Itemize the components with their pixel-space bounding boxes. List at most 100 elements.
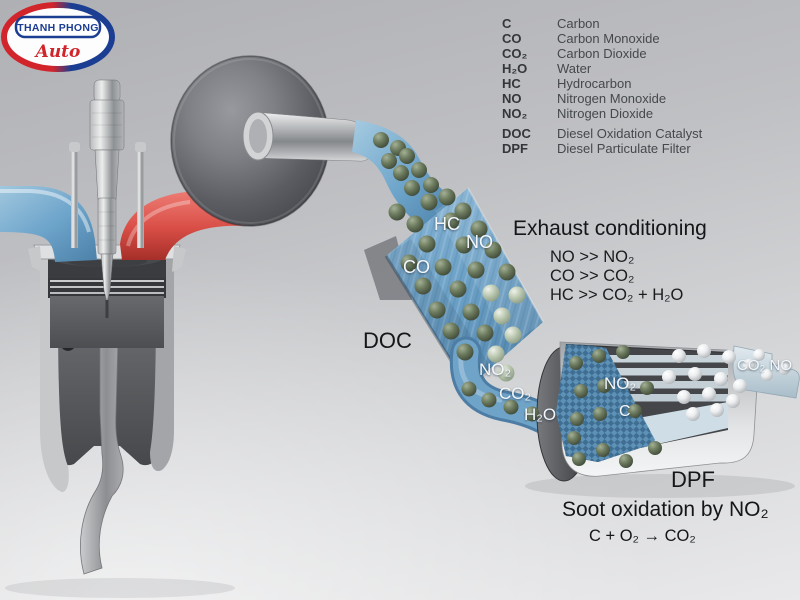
exhaust-conditioning-title: Exhaust conditioning [513, 217, 707, 240]
molecule-sphere [467, 261, 485, 279]
molecule-sphere [722, 350, 736, 364]
doc-section-label: DOC [363, 328, 412, 353]
legend-abbr: CO₂ [502, 46, 528, 61]
label-h2o-after-doc: H₂O [524, 405, 557, 424]
legend-row: CO Carbon Monoxide [502, 31, 702, 46]
legend-name: Water [557, 61, 592, 76]
molecule-sphere [596, 443, 610, 457]
legend-abbr: NO₂ [502, 106, 528, 121]
label-no-on-doc: NO [466, 232, 493, 252]
legend-abbr: DPF [502, 141, 528, 156]
brand-logo: THANH PHONG Auto [1, 2, 115, 72]
doc-molecules [373, 132, 540, 422]
dpf-shadow [525, 474, 795, 498]
connecting-rod [80, 337, 124, 575]
label-no2-in-dpf: NO₂ [604, 374, 637, 393]
dpf-molecules [567, 344, 790, 468]
molecule-sphere [462, 303, 480, 321]
legend-name: Carbon Monoxide [557, 31, 660, 46]
molecule-sphere [497, 364, 515, 382]
molecule-sphere [714, 372, 728, 386]
molecule-sphere [438, 188, 456, 206]
dpf-section-label: DPF [671, 467, 715, 492]
molecule-sphere [493, 307, 511, 325]
cylinder-wall-left [40, 250, 69, 492]
molecule-sphere [743, 359, 755, 371]
legend-name: Carbon Dioxide [557, 46, 647, 61]
molecule-sphere [400, 254, 418, 272]
molecule-sphere [597, 379, 611, 393]
logo-auto-text: Auto [34, 42, 81, 62]
molecule-sphere [456, 343, 474, 361]
molecule-sphere [484, 241, 502, 259]
exhaust-reactions: NO >> NO₂ CO >> CO₂ HC >> CO₂ + H₂O [550, 248, 683, 305]
molecule-sphere [726, 394, 740, 408]
molecule-sphere [697, 344, 711, 358]
molecule-sphere [710, 403, 724, 417]
label-co-on-doc: CO [403, 257, 430, 277]
molecule-sphere [461, 381, 477, 397]
intake-valve-stem [69, 142, 80, 248]
molecule-sphere [411, 162, 427, 178]
engine-shadow [5, 578, 235, 598]
molecule-sphere [574, 384, 588, 398]
molecule-sphere [442, 322, 460, 340]
intake-pipe-highlight [0, 189, 91, 233]
molecule-sphere [399, 148, 415, 164]
molecule-sphere [388, 203, 406, 221]
molecule-sphere [470, 220, 488, 238]
legend-name: Diesel Oxidation Catalyst [557, 126, 703, 141]
molecule-sphere [423, 177, 439, 193]
molecule-sphere [503, 399, 519, 415]
logo-name-text: THANH PHONG [17, 22, 98, 34]
molecule-sphere [393, 165, 409, 181]
molecule-sphere [373, 132, 389, 148]
engine-cutaway [0, 79, 248, 575]
label-no2-after-doc: NO₂ [479, 360, 512, 379]
fuel-injector [89, 79, 125, 318]
legend-name: Hydrocarbon [557, 76, 632, 91]
soot-oxidation-reaction: C + O₂ → CO₂ [589, 527, 696, 545]
reaction-hc-to-co2-h2o: HC >> CO₂ + H₂O [550, 286, 684, 304]
legend-name: Nitrogen Dioxide [557, 106, 654, 121]
molecule-sphere [498, 263, 516, 281]
molecule-sphere [442, 212, 460, 230]
molecule-sphere [404, 180, 420, 196]
legend-name: Nitrogen Monoxide [557, 91, 667, 106]
molecule-sphere [504, 326, 522, 344]
dpf-assembly [536, 341, 800, 482]
molecule-sphere [381, 153, 397, 169]
molecule-sphere [420, 193, 438, 211]
molecule-sphere [672, 349, 686, 363]
label-co2-after-doc: CO₂ [499, 384, 532, 403]
molecule-sphere [753, 349, 765, 361]
molecule-sphere [449, 280, 467, 298]
molecule-sphere [616, 345, 630, 359]
molecule-sphere [648, 441, 662, 455]
molecule-sphere [702, 387, 716, 401]
molecule-sphere [628, 404, 642, 418]
legend-abbr: NO [502, 91, 522, 106]
molecule-sphere [455, 236, 473, 254]
molecule-sphere [677, 390, 691, 404]
molecule-sphere [761, 369, 773, 381]
molecule-sphere [482, 284, 500, 302]
reaction-co-to-co2: CO >> CO₂ [550, 267, 635, 285]
reaction-no-to-no2: NO >> NO₂ [550, 248, 635, 266]
legend-abbr: DOC [502, 126, 531, 141]
molecule-sphere [662, 370, 676, 384]
legend-abbr: CO [502, 31, 522, 46]
label-hc-on-doc: HC [434, 214, 460, 234]
exhaust-valve-stem [135, 142, 146, 248]
label-c-in-dpf: C [619, 403, 631, 420]
molecule-sphere [733, 379, 747, 393]
molecule-sphere [481, 392, 497, 408]
molecule-sphere [476, 324, 494, 342]
exhaust-pipe-highlight [126, 200, 191, 247]
